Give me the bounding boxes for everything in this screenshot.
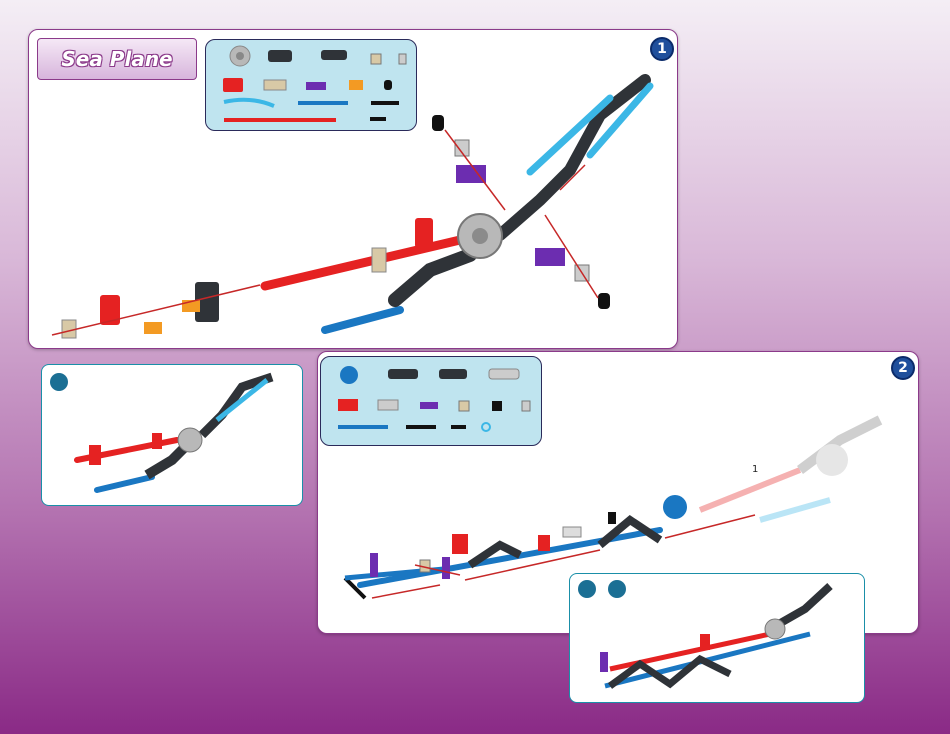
purple-clip-mid <box>442 557 450 579</box>
gray-clip-group <box>563 527 581 537</box>
step-2-result-inset <box>569 573 865 703</box>
purple-clip-left <box>370 553 378 577</box>
faded-previous-assembly <box>700 420 880 520</box>
red-connector-right <box>538 535 550 551</box>
black-clip-right <box>608 512 616 524</box>
blue-snowflake-connector <box>663 495 687 519</box>
black-rod-lower <box>345 578 365 598</box>
step-2-result-drawing <box>570 574 864 702</box>
faded-callout-number: 1 <box>752 464 758 475</box>
red-connector-mid <box>452 534 468 554</box>
